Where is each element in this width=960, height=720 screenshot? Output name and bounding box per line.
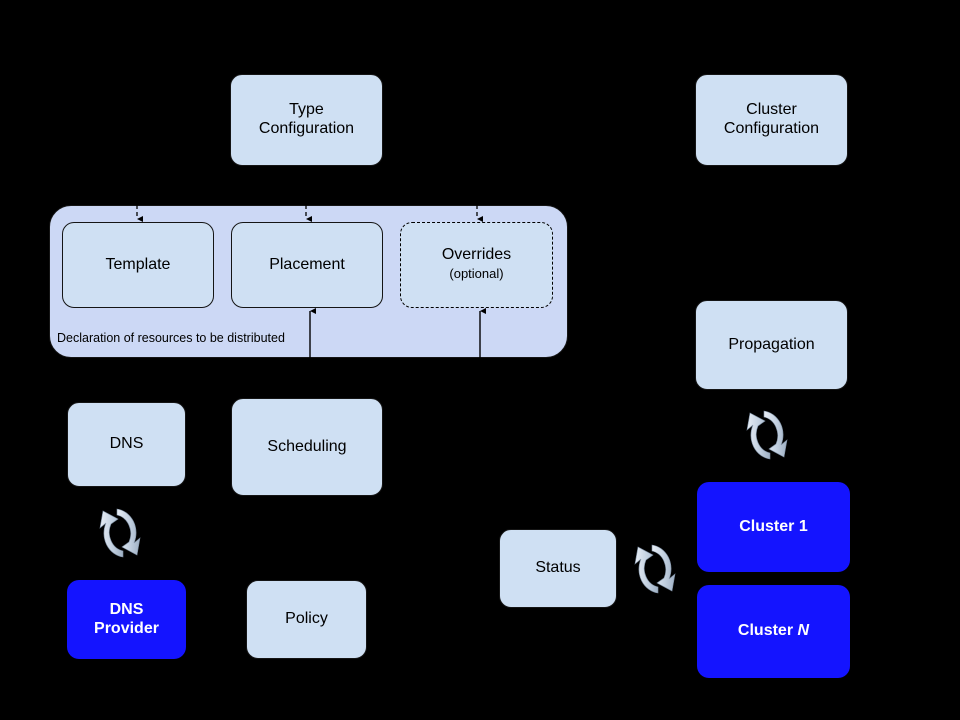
node-cluster-1-prefix: Cluster — [739, 517, 799, 535]
node-dns-provider[interactable]: DNS Provider — [67, 580, 186, 659]
node-type-configuration-line2: Configuration — [258, 120, 355, 137]
node-policy-label: Policy — [285, 610, 328, 628]
cycle-icon-propagation — [746, 410, 788, 460]
node-cluster-configuration-label: Cluster Configuration — [724, 101, 819, 139]
node-placement[interactable]: Placement — [231, 222, 383, 308]
node-overrides-line2: (optional) — [449, 266, 504, 281]
node-propagation-label: Propagation — [728, 335, 815, 353]
node-dns-label: DNS — [109, 435, 144, 453]
container-caption: Declaration of resources to be distribut… — [57, 331, 285, 345]
node-type-configuration[interactable]: Type Configuration — [230, 74, 383, 166]
node-cluster-configuration-line1: Cluster — [746, 101, 797, 119]
node-type-configuration-line1: Type — [289, 101, 324, 119]
node-cluster-1-index: 1 — [798, 517, 808, 535]
node-policy[interactable]: Policy — [246, 580, 367, 659]
cycle-icon-status — [634, 544, 676, 594]
node-cluster-1-label: Cluster 1 — [739, 518, 807, 537]
node-dns-provider-line2: Provider — [94, 619, 159, 637]
node-cluster-n-index: N — [797, 622, 810, 640]
node-placement-label: Placement — [269, 255, 345, 273]
cycle-icon-dns — [99, 508, 141, 558]
node-template-label: Template — [105, 255, 171, 273]
node-cluster-configuration-line2: Configuration — [723, 120, 820, 137]
node-propagation[interactable]: Propagation — [695, 300, 848, 390]
cycle-icon-cluster — [652, 546, 675, 592]
node-template[interactable]: Template — [62, 222, 214, 308]
node-scheduling-label: Scheduling — [267, 437, 347, 455]
node-cluster-n[interactable]: Cluster N — [697, 585, 850, 678]
node-cluster-n-prefix: Cluster — [737, 622, 798, 640]
node-dns-provider-line1: DNS — [109, 600, 144, 618]
node-overrides[interactable]: Overrides (optional) — [400, 222, 553, 308]
node-scheduling[interactable]: Scheduling — [231, 398, 383, 496]
node-overrides-label: Overrides (optional) — [442, 246, 511, 284]
node-status[interactable]: Status — [499, 529, 617, 608]
node-cluster-n-label: Cluster N — [738, 622, 809, 641]
node-dns-provider-label: DNS Provider — [94, 601, 159, 639]
node-cluster-1[interactable]: Cluster 1 — [697, 482, 850, 572]
node-status-label: Status — [535, 559, 581, 577]
node-cluster-configuration[interactable]: Cluster Configuration — [695, 74, 848, 166]
node-overrides-line1: Overrides — [441, 246, 512, 264]
node-dns[interactable]: DNS — [67, 402, 186, 487]
node-type-configuration-label: Type Configuration — [259, 101, 354, 139]
